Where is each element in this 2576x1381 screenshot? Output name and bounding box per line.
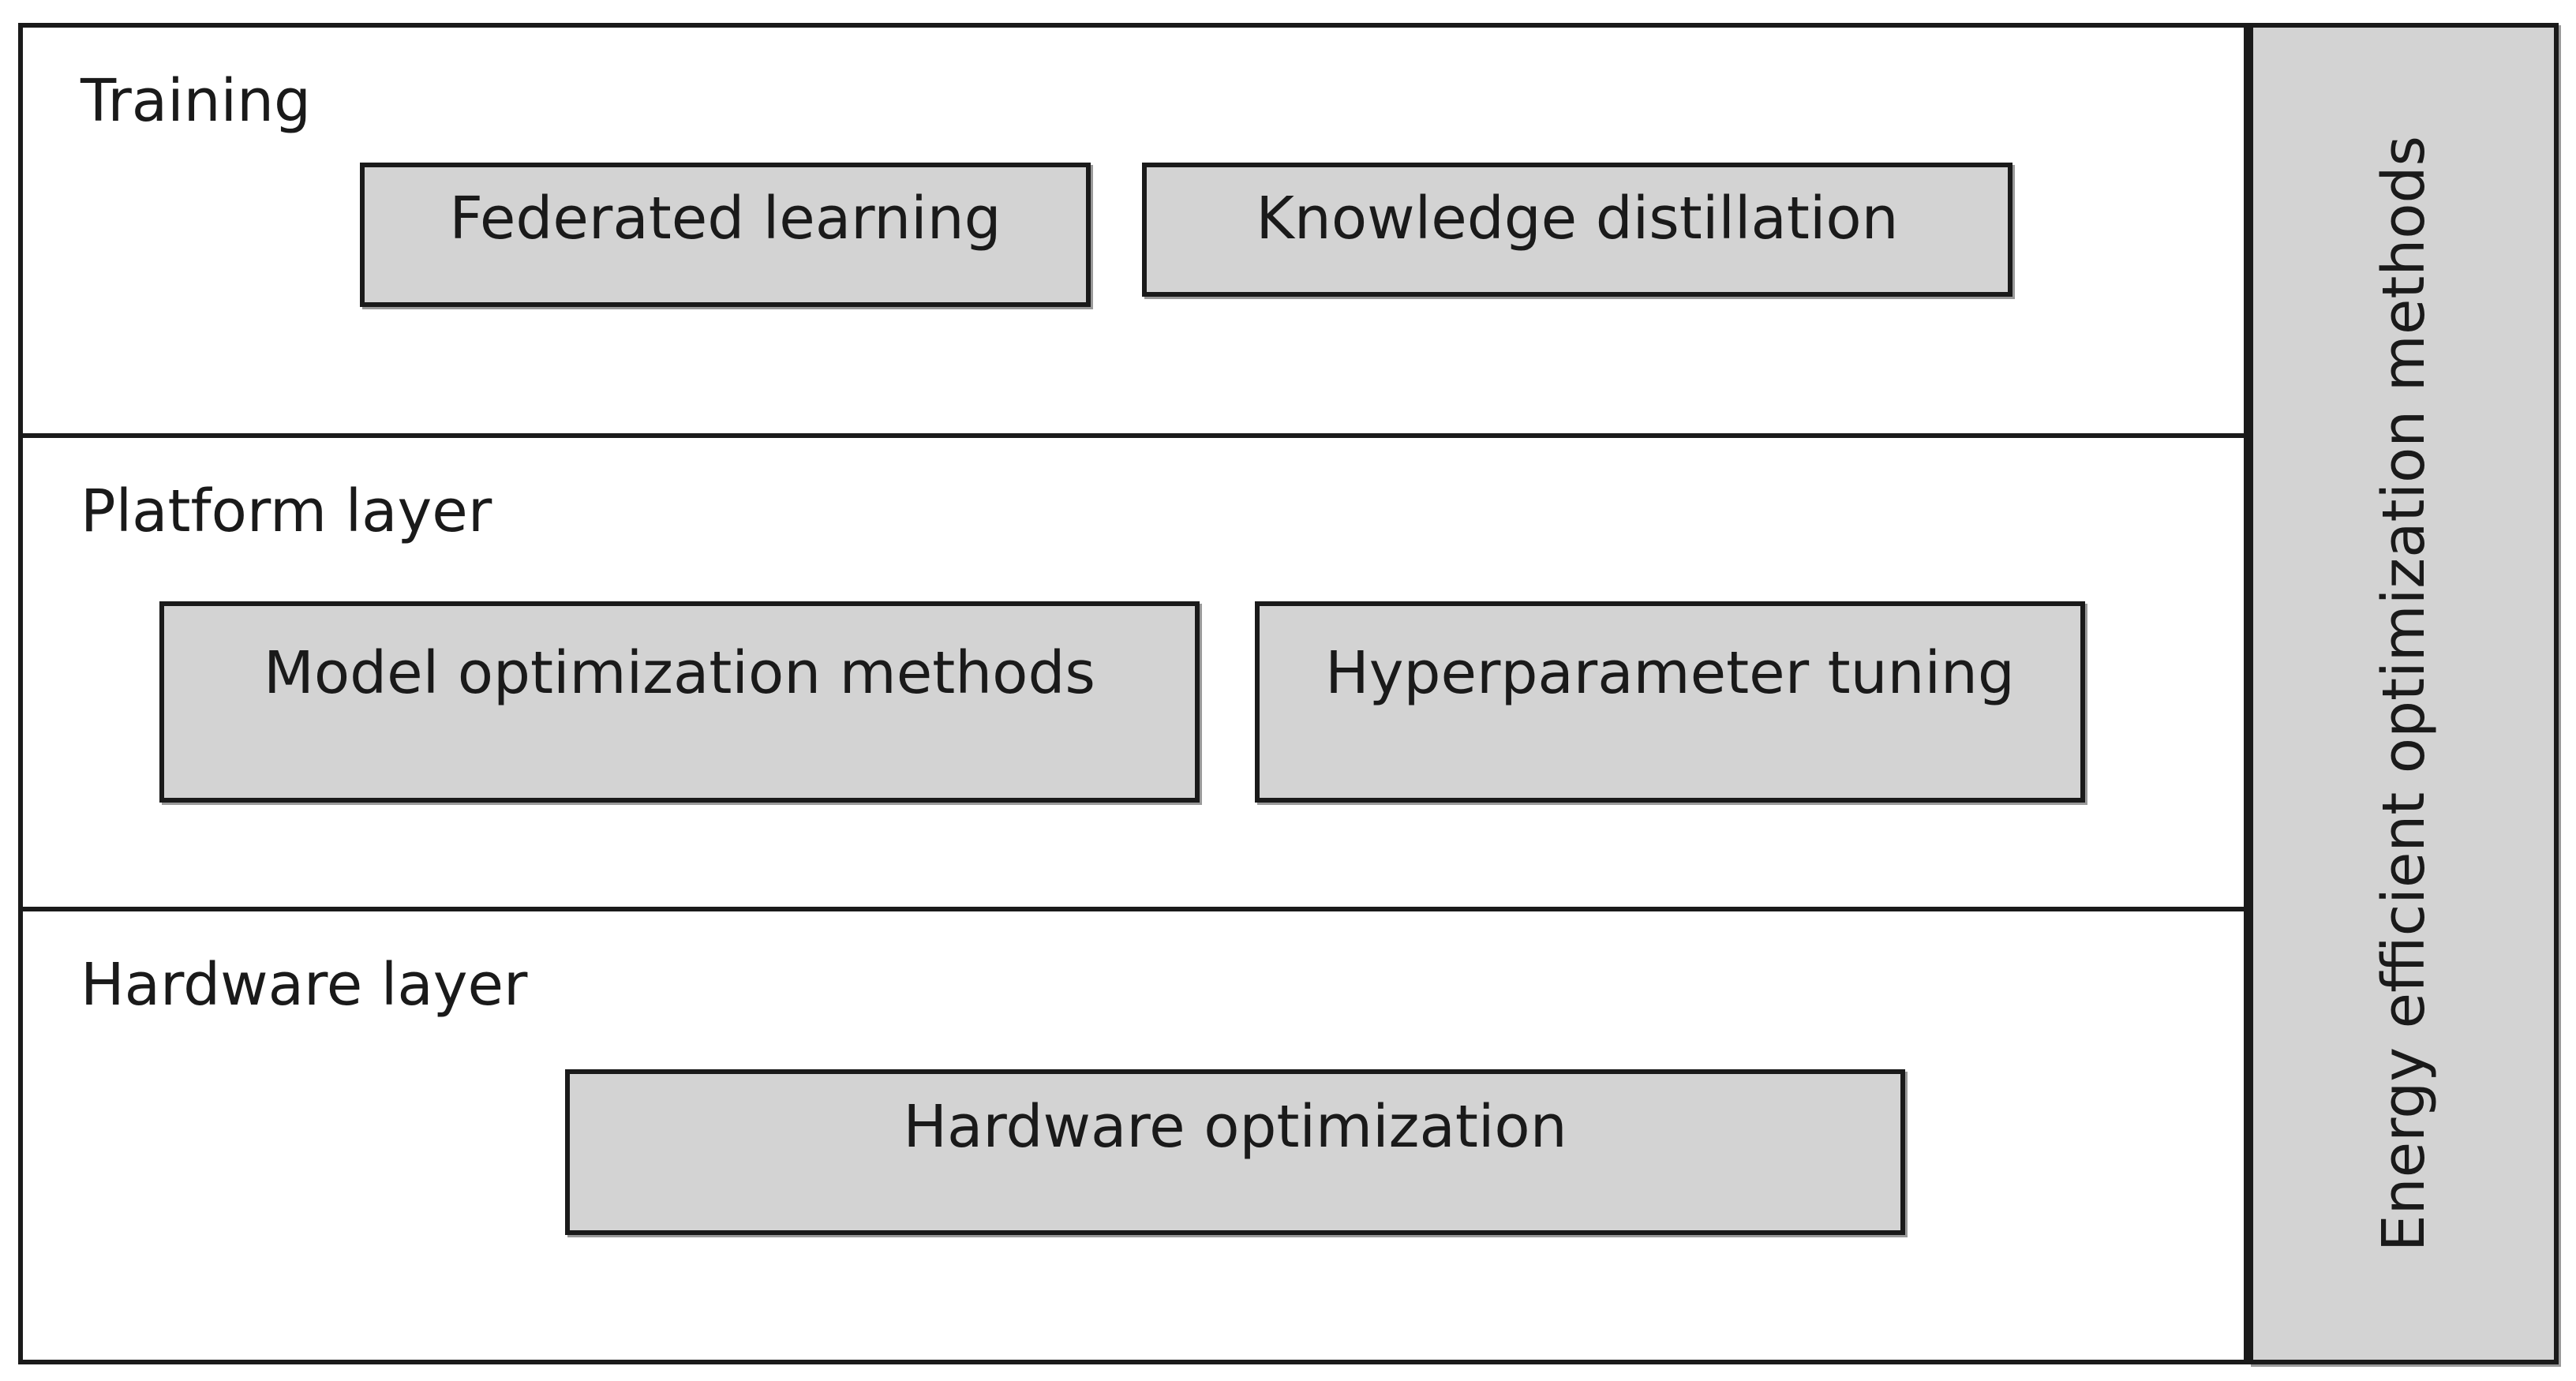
- energy-efficient-label: Energy efficient optimization methods: [2369, 135, 2438, 1252]
- model-optimization-label: Model optimization methods: [264, 639, 1095, 707]
- hardware-optimization-box: Hardware optimization: [565, 1069, 1905, 1235]
- layers-frame: Training Federated learning Knowledge di…: [18, 23, 2248, 1364]
- model-optimization-box: Model optimization methods: [159, 601, 1200, 803]
- knowledge-distillation-label: Knowledge distillation: [1256, 185, 1899, 253]
- energy-efficient-sidebar: Energy efficient optimization methods: [2248, 23, 2559, 1364]
- hardware-optimization-label: Hardware optimization: [903, 1093, 1567, 1161]
- federated-learning-label: Federated learning: [449, 185, 1002, 253]
- hyperparameter-tuning-box: Hyperparameter tuning: [1255, 601, 2085, 803]
- platform-layer-title: Platform layer: [80, 477, 492, 545]
- knowledge-distillation-box: Knowledge distillation: [1142, 163, 2012, 297]
- federated-learning-box: Federated learning: [360, 163, 1091, 307]
- platform-layer: Platform layer Model optimization method…: [23, 433, 2244, 907]
- hardware-layer-title: Hardware layer: [80, 951, 528, 1019]
- hyperparameter-tuning-label: Hyperparameter tuning: [1325, 639, 2015, 707]
- training-layer-title: Training: [80, 67, 311, 135]
- training-layer: Training Federated learning Knowledge di…: [23, 28, 2244, 433]
- hardware-layer: Hardware layer Hardware optimization: [23, 907, 2244, 1364]
